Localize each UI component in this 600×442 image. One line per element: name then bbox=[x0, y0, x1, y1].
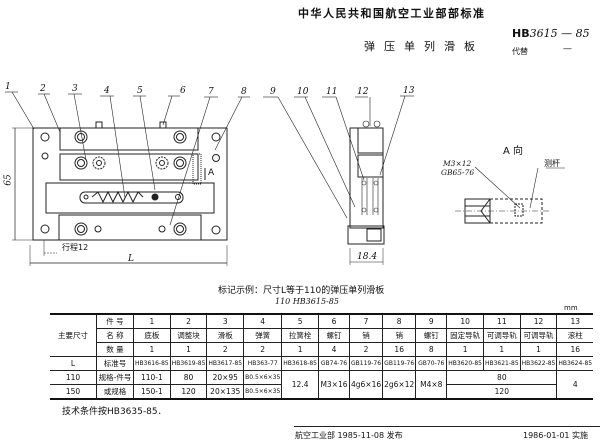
callout-3: 3 bbox=[72, 84, 78, 94]
callout-11: 11 bbox=[326, 87, 338, 97]
standard-code: HB3615 — 85 bbox=[512, 27, 590, 40]
callout-6: 6 bbox=[180, 86, 186, 96]
callout-5: 5 bbox=[137, 86, 143, 96]
callout-1: 1 bbox=[5, 82, 11, 92]
main-dim-header: 主要尺寸 bbox=[50, 313, 97, 357]
marking-example-code: 110 HB3615-85 bbox=[275, 297, 339, 306]
effective-date: 1986-01-01 实施 bbox=[523, 431, 589, 440]
technical-conditions-note: 技术条件按HB3635-85． bbox=[62, 407, 167, 417]
callout-12: 12 bbox=[357, 87, 369, 97]
issue-date: 航空工业部 1985-11-08 发布 bbox=[295, 431, 403, 440]
callout-13: 13 bbox=[403, 86, 415, 96]
parts-table: 主要尺寸 件 号 1 2 3 4 5 6 7 8 9 10 11 12 13 名… bbox=[50, 313, 594, 400]
dim-width: 18.4 bbox=[357, 252, 378, 262]
technical-drawing bbox=[5, 91, 565, 266]
replaces-value: — bbox=[563, 44, 572, 54]
footer-divider bbox=[294, 426, 600, 427]
callout-4: 4 bbox=[104, 86, 110, 96]
issuing-organization: 中华人民共和国航空工业部部标准 bbox=[298, 7, 486, 20]
callout-9: 9 bbox=[270, 87, 276, 97]
replaces-label: 代替 bbox=[512, 47, 528, 56]
screw-spec-1: M3×12 bbox=[443, 159, 472, 168]
unit-label: mm bbox=[564, 304, 578, 312]
marking-example: 标记示例：尺寸L等于110的弹压单列滑板 bbox=[218, 286, 385, 296]
rod-label: 测杆 bbox=[544, 159, 560, 168]
document-title: 弹压单列滑板 bbox=[364, 40, 484, 53]
dim-length: L bbox=[128, 254, 134, 264]
callout-8: 8 bbox=[241, 87, 247, 97]
view-marker: A bbox=[208, 168, 215, 178]
screw-spec-2: GB65-76 bbox=[441, 168, 475, 177]
dim-height: 65 bbox=[3, 174, 14, 186]
callout-2: 2 bbox=[40, 84, 46, 94]
view-a-title: A 向 bbox=[503, 146, 524, 157]
dim-stroke: 行程12 bbox=[62, 243, 89, 252]
callout-7: 7 bbox=[208, 87, 214, 97]
callout-10: 10 bbox=[297, 87, 309, 97]
